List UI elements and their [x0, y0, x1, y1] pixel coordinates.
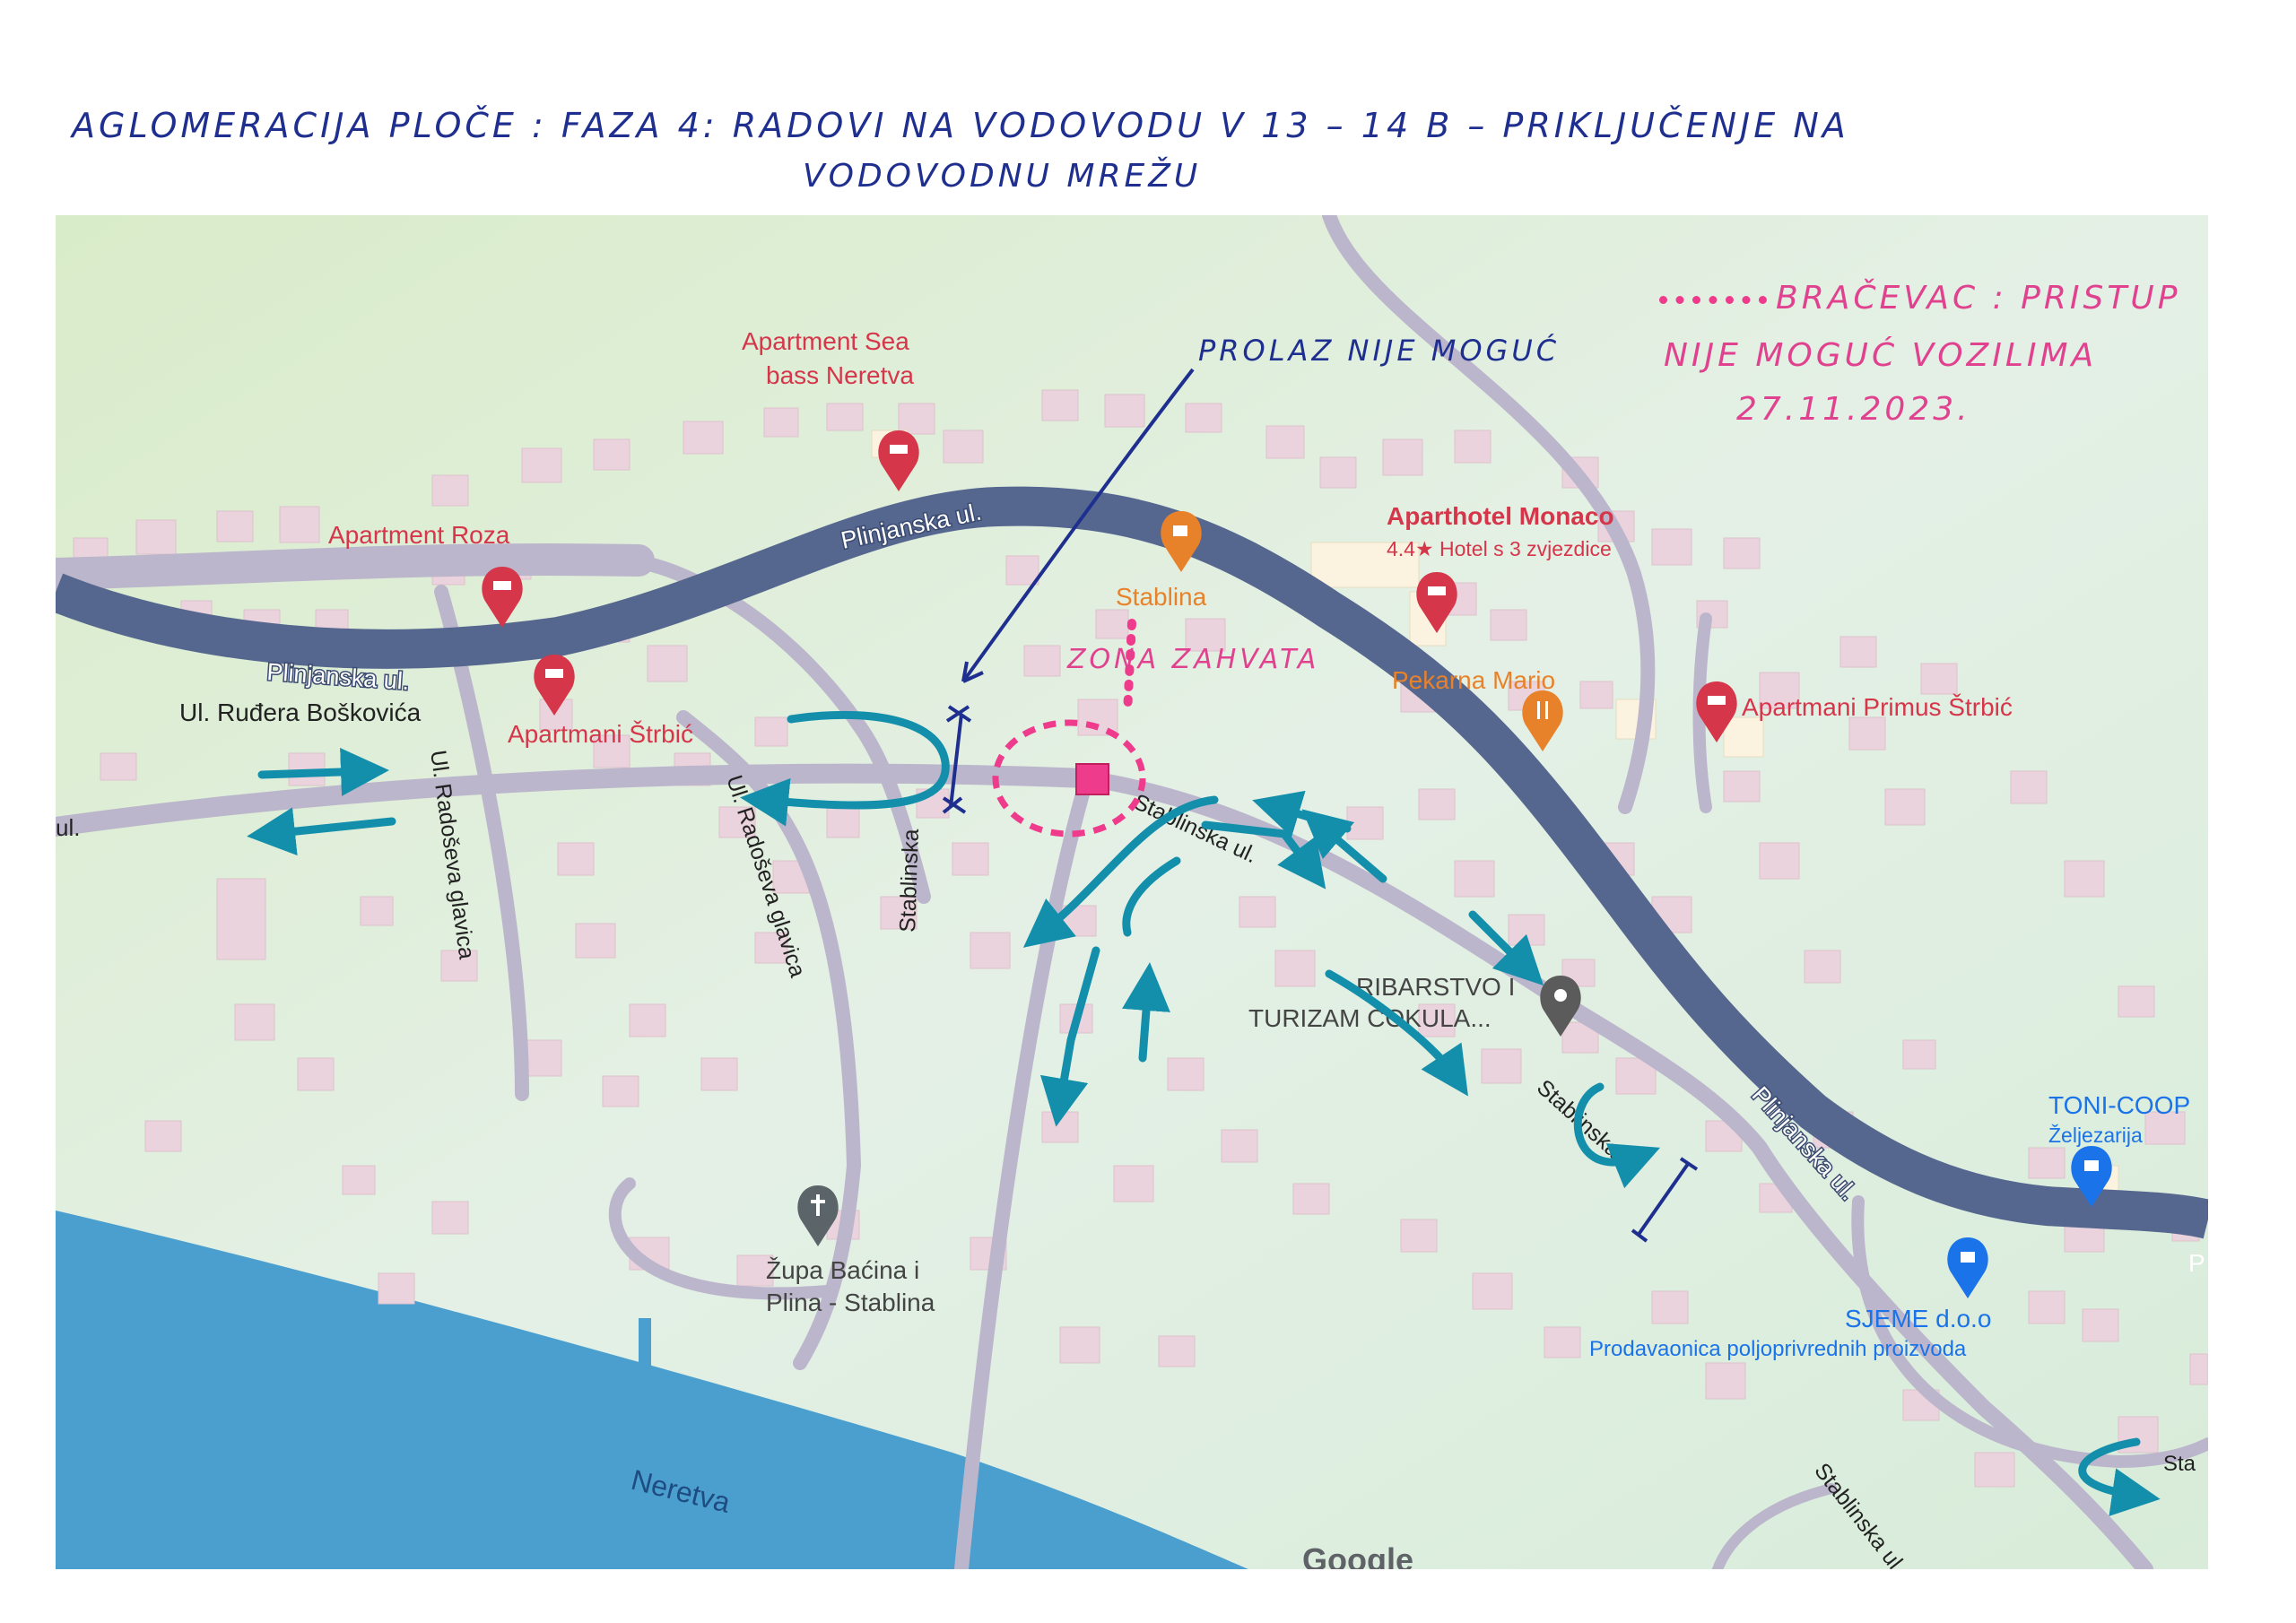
ul-boskovica-label: Ul. Ruđera Boškovića — [179, 699, 422, 726]
poi-pins — [482, 430, 2112, 1298]
lodging-pin-icon[interactable] — [878, 430, 919, 491]
restaurant-pin-icon[interactable] — [1522, 690, 1563, 751]
closure-note-line-2: NIJE MOGUĆ VOZILIMA — [1664, 337, 2098, 374]
closure-date: 27.11.2023. — [1736, 391, 1971, 428]
ul-left-label: ul. — [56, 814, 80, 841]
header-line-1: AGLOMERACIJA PLOČE : FAZA 4: RADOVI NA V… — [72, 106, 1849, 145]
sjeme-label-2: Prodavaonica poljoprivrednih proizvoda — [1589, 1337, 1967, 1361]
church-pin-icon[interactable] — [797, 1185, 839, 1246]
closure-note-line-1: BRAČEVAC : PRISTUP — [1776, 280, 2181, 317]
zupa-label-2: Plina - Stablina — [766, 1289, 935, 1316]
shopping-pin-icon[interactable] — [1947, 1237, 1988, 1298]
sta-label: Sta — [2163, 1452, 2196, 1476]
lodging-pin-icon[interactable] — [1696, 681, 1737, 742]
plinjanska-main-road — [56, 486, 2208, 1239]
strbic-label: Apartmani Štrbić — [508, 720, 693, 748]
map[interactable]: Plinjanska ul. Plinjanska ul. Plinjanska… — [56, 215, 2208, 1569]
header-line-2: VODOVODNU MREŽU — [803, 158, 1202, 195]
work-zone-dots — [1123, 619, 1136, 717]
stablinska-label-1: Stablinska — [895, 829, 924, 933]
ul-radoseva-glavica-2-road — [676, 710, 862, 1370]
ribarstvo-label-2: TURIZAM COKULA... — [1248, 1004, 1492, 1032]
roza-label: Apartment Roza — [328, 521, 510, 549]
monaco-rating-label: 4.4★ Hotel s 3 zvjezdice — [1387, 537, 1612, 560]
lodging-pin-icon[interactable] — [482, 567, 523, 628]
cafe-pin-icon[interactable] — [1161, 511, 1202, 572]
poi-labels: Apartment Sea bass Neretva Apartment Roz… — [328, 327, 2190, 1569]
ribarstvo-label-1: RIBARSTVO I — [1356, 973, 1515, 1001]
stablina-label: Stablina — [1116, 583, 1207, 611]
ul-boskovica-road — [56, 543, 655, 590]
sea-bass-label-2: bass Neretva — [766, 361, 914, 389]
work-zone-note: ZONA ZAHVATA — [1067, 644, 1320, 675]
detour-arrows — [247, 710, 2161, 1516]
p-edge-label: P — [2188, 1249, 2205, 1277]
passage-blocked-markers — [942, 368, 1699, 1243]
shopping-pin-icon[interactable] — [2071, 1146, 2112, 1207]
google-logo: Google — [1302, 1541, 1413, 1569]
river-inlet — [639, 1318, 651, 1403]
secondary-roads — [56, 215, 2208, 1569]
work-zone-circle — [992, 719, 1146, 838]
primus-label: Apartmani Primus Štrbić — [1742, 693, 2013, 721]
closure-dots — [1659, 296, 1767, 304]
toni-label-1: TONI-COOP — [2048, 1091, 2190, 1119]
sea-bass-label-1: Apartment Sea — [742, 327, 909, 355]
neretva-river — [56, 1211, 1248, 1569]
toni-label-2: Željezarija — [2048, 1124, 2143, 1147]
zupa-label-1: Župa Baćina i — [766, 1256, 919, 1284]
pekarna-label: Pekarna Mario — [1392, 666, 1555, 694]
work-zone-square — [1075, 763, 1109, 795]
monaco-label: Aparthotel Monaco — [1387, 502, 1614, 530]
lodging-pin-icon[interactable] — [1416, 572, 1457, 633]
place-pin-icon[interactable] — [1540, 976, 1581, 1037]
lodging-pin-icon[interactable] — [534, 655, 575, 716]
passage-blocked-note: PROLAZ NIJE MOGUĆ — [1198, 334, 1561, 368]
work-zone — [992, 619, 1146, 838]
sjeme-label-1: SJEME d.o.o — [1845, 1305, 1991, 1332]
